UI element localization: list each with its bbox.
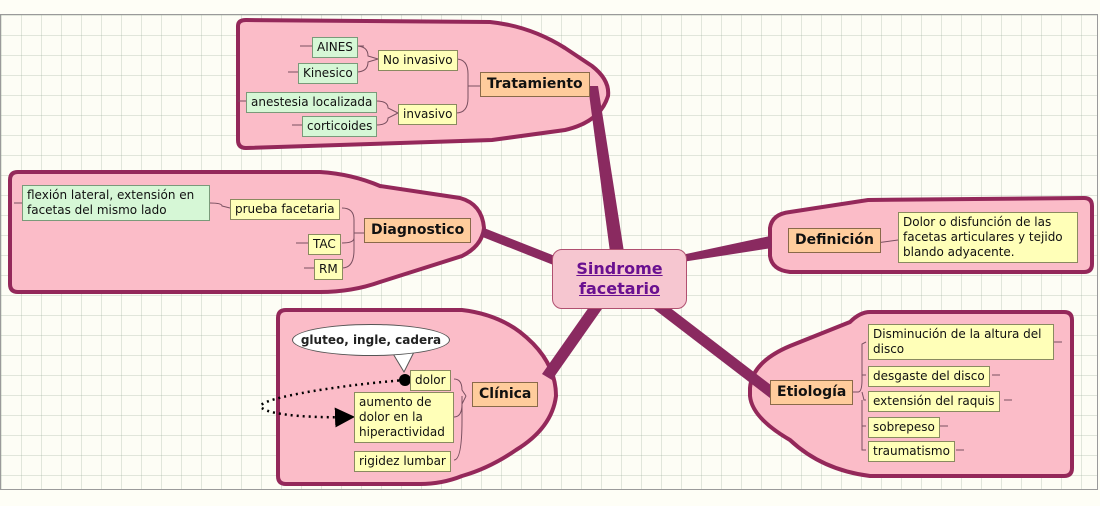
leaf-aines[interactable]: AINES	[312, 37, 358, 58]
leaf-sobrepeso[interactable]: sobrepeso	[868, 417, 940, 438]
leaf-aumento-dolor[interactable]: aumento de dolor en la hiperactividad	[354, 392, 454, 443]
branch-clinica[interactable]: Clínica	[472, 382, 539, 407]
callout-bubble[interactable]: gluteo, ingle, cadera	[292, 324, 450, 356]
leaf-rm[interactable]: RM	[314, 259, 343, 280]
thin-connectors	[14, 45, 1062, 461]
leaf-tac[interactable]: TAC	[308, 234, 341, 255]
leaf-kinesico[interactable]: Kinesico	[298, 63, 358, 84]
leaf-disminucion-altura[interactable]: Disminución de la altura del disco	[868, 324, 1054, 360]
leaf-definicion-text[interactable]: Dolor o disfunción de las facetas articu…	[898, 212, 1078, 263]
leaf-dolor[interactable]: dolor	[410, 370, 451, 391]
leaf-prueba-detail[interactable]: flexión lateral, extensión en facetas de…	[22, 185, 210, 221]
leaf-extension-raquis[interactable]: extensión del raquis	[868, 391, 1000, 412]
branch-definicion[interactable]: Definición	[788, 228, 881, 253]
leaf-anestesia-localizada[interactable]: anestesia localizada	[246, 92, 378, 113]
leaf-corticoides[interactable]: corticoides	[302, 116, 378, 137]
node-prueba-facetaria[interactable]: prueba facetaria	[230, 199, 340, 220]
branch-tratamiento[interactable]: Tratamiento	[480, 72, 590, 97]
callout-text: gluteo, ingle, cadera	[300, 333, 442, 347]
leaf-desgaste-disco[interactable]: desgaste del disco	[868, 366, 990, 387]
central-topic[interactable]: Sindrome facetario	[552, 249, 687, 309]
leaf-traumatismo[interactable]: traumatismo	[868, 441, 955, 462]
node-invasivo[interactable]: invasivo	[398, 104, 458, 125]
branch-etiologia[interactable]: Etiología	[770, 380, 854, 405]
main-spokes	[480, 86, 780, 398]
branch-diagnostico[interactable]: Diagnostico	[364, 218, 472, 243]
node-no-invasivo[interactable]: No invasivo	[378, 50, 458, 71]
leaf-rigidez-lumbar[interactable]: rigidez lumbar	[354, 451, 451, 472]
central-topic-label: Sindrome facetario	[576, 259, 663, 298]
